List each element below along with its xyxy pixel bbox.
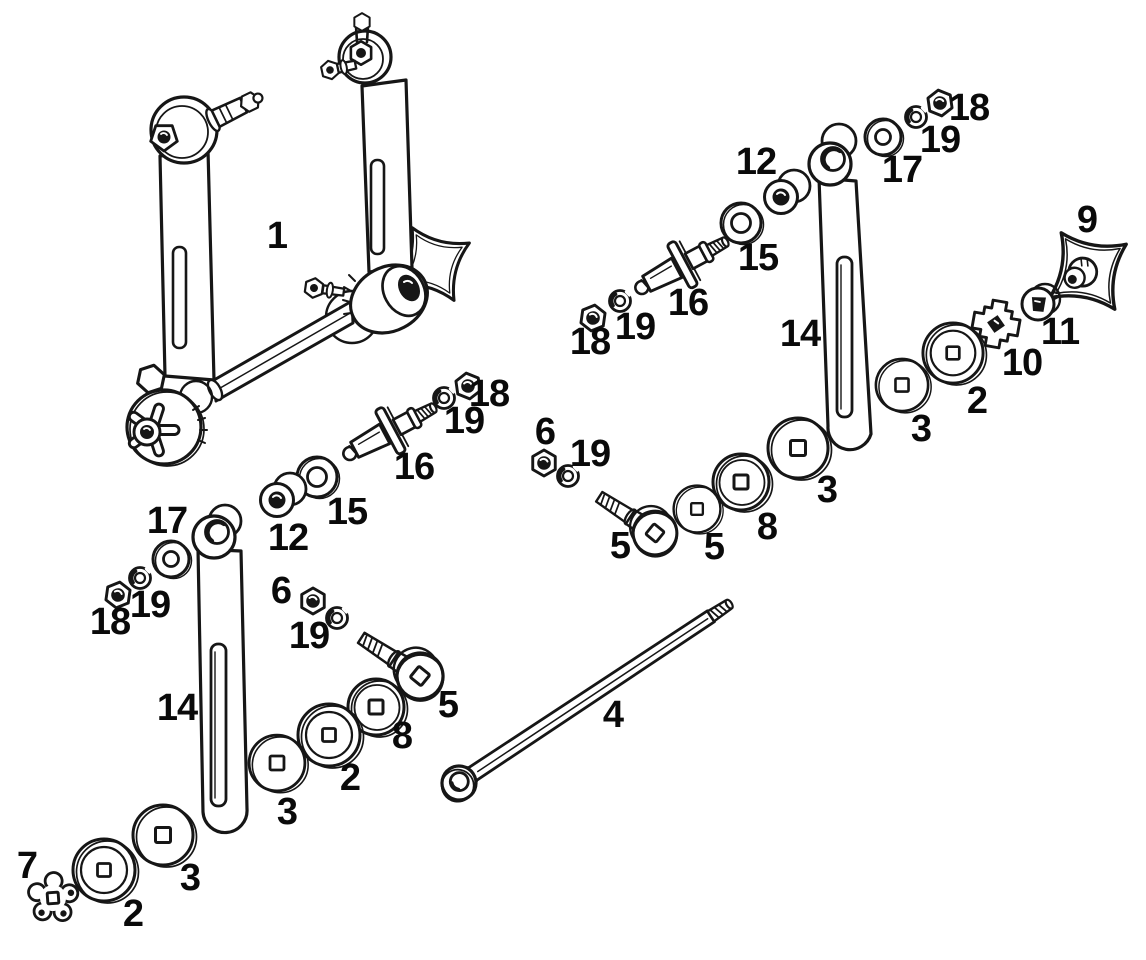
part-label-16: 16 <box>667 282 709 324</box>
part-label-18: 18 <box>468 373 510 415</box>
lock-washer-19 <box>324 605 350 631</box>
part-label-11: 11 <box>1040 311 1080 353</box>
part-label-19: 19 <box>443 400 485 442</box>
star-knob-9 <box>1048 231 1128 311</box>
connecting-bar <box>206 299 355 403</box>
link-arm-left <box>149 89 264 382</box>
part-label-8: 8 <box>391 715 413 757</box>
part-label-5: 5 <box>703 526 725 568</box>
part-label-19: 19 <box>129 584 171 626</box>
slotted-arm-14 <box>807 122 873 452</box>
disc-3 <box>874 357 933 415</box>
washer-17 <box>151 539 193 580</box>
assembly-1-linkage <box>125 12 471 467</box>
part-label-19: 19 <box>919 119 961 161</box>
part-label-19: 19 <box>614 306 656 348</box>
part-label-19: 19 <box>288 615 330 657</box>
part-label-19: 19 <box>569 433 611 475</box>
disc-3 <box>247 733 310 795</box>
part-label-6: 6 <box>534 411 556 453</box>
part-label-2: 2 <box>339 757 361 799</box>
left-hub-star-knob <box>125 361 214 467</box>
rod-4 <box>432 586 743 810</box>
part-label-3: 3 <box>179 857 201 899</box>
hex-nut-6 <box>300 586 326 616</box>
part-label-3: 3 <box>910 408 932 450</box>
left-arm-group <box>24 370 483 927</box>
part-label-3: 3 <box>276 791 298 833</box>
part-label-8: 8 <box>756 506 778 548</box>
link-arm-right <box>319 12 414 274</box>
part-label-14: 14 <box>156 687 198 729</box>
part-label-1: 1 <box>266 215 288 257</box>
slotted-arm-14 <box>191 503 249 835</box>
part-label-6: 6 <box>270 570 292 612</box>
part-label-14: 14 <box>779 313 821 355</box>
part-label-10: 10 <box>1001 342 1043 384</box>
part-label-15: 15 <box>737 237 779 279</box>
part-label-5: 5 <box>437 684 459 726</box>
part-label-2: 2 <box>122 893 144 935</box>
part-label-12: 12 <box>267 517 309 559</box>
part-label-9: 9 <box>1076 199 1098 241</box>
part-label-7: 7 <box>16 845 38 887</box>
disc-2 <box>921 321 988 387</box>
part-label-17: 17 <box>881 149 923 191</box>
shoulder-bolt-5 <box>585 475 689 567</box>
part-label-2: 2 <box>966 380 988 422</box>
part-label-18: 18 <box>89 601 131 643</box>
bushing-12 <box>259 471 308 518</box>
part-label-16: 16 <box>393 446 435 488</box>
clamp-bolt <box>303 275 346 301</box>
part-label-4: 4 <box>602 694 624 736</box>
part-label-3: 3 <box>816 469 838 511</box>
hex-nut-6 <box>531 448 557 478</box>
right-hub <box>342 263 429 335</box>
right-arm-group <box>531 87 1128 567</box>
part-label-18: 18 <box>948 87 990 129</box>
part-label-18: 18 <box>569 321 611 363</box>
part-label-12: 12 <box>735 141 777 183</box>
part-label-5: 5 <box>609 525 631 567</box>
part-label-15: 15 <box>326 491 368 533</box>
part-label-17: 17 <box>146 500 188 542</box>
